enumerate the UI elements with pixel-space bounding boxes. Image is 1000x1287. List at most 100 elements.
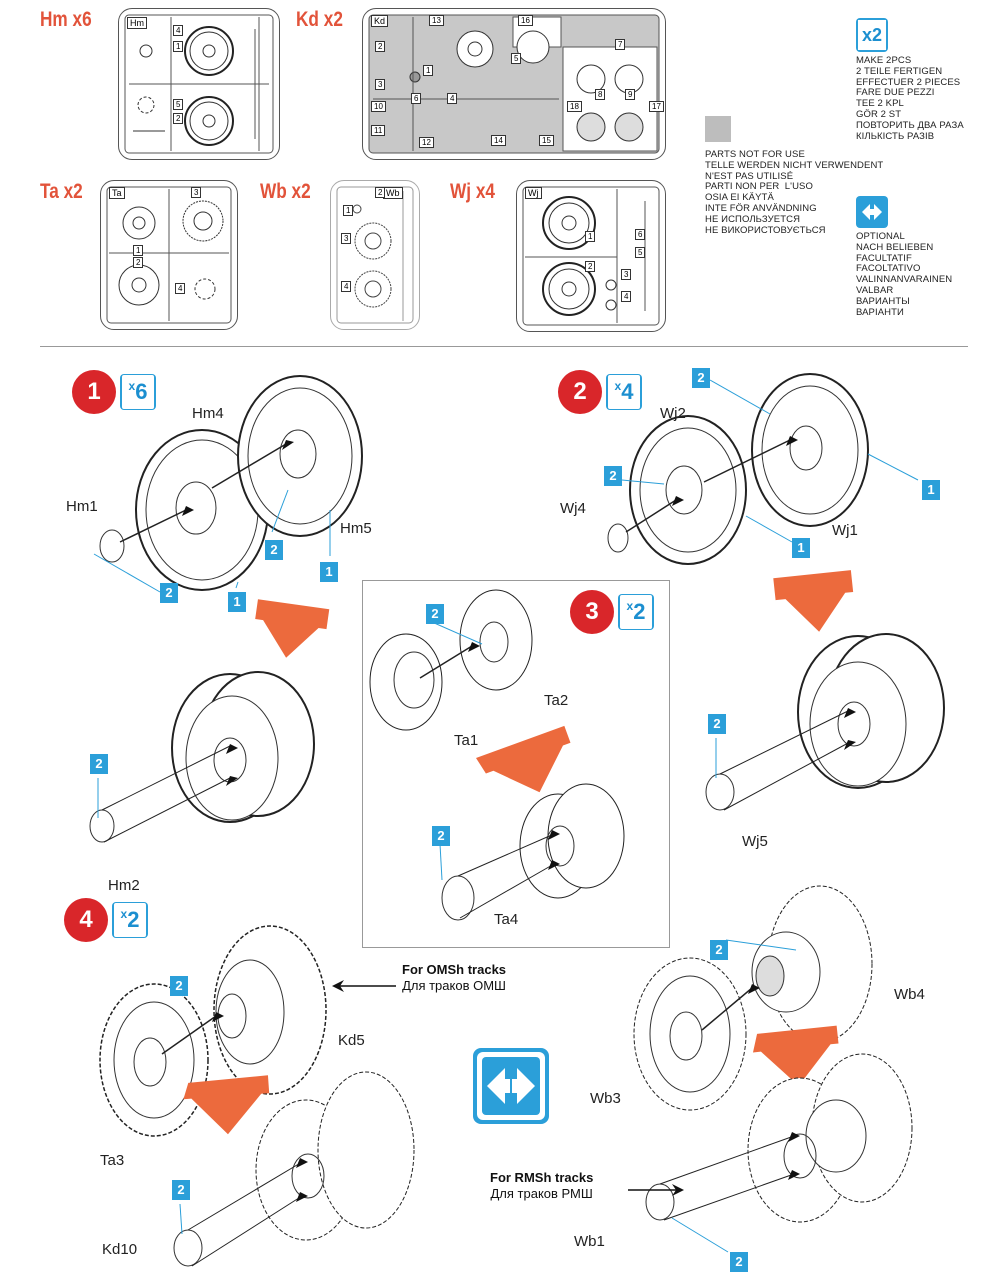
sprue-kd-num: 15 — [539, 135, 554, 146]
part-label: Wj4 — [560, 500, 586, 517]
sprue-title-ta: Ta x2 — [40, 180, 83, 203]
part-label: Wj5 — [742, 833, 768, 850]
step-1-exploded-drawing — [93, 375, 363, 593]
optional-text: OPTIONAL NACH BELIEBEN FACULTATIF FACOLT… — [856, 231, 953, 318]
rmsh-note-ru: Для траков РМШ — [490, 1186, 593, 1201]
step-2-multiplier-value: 4 — [621, 379, 634, 404]
sprue-kd-num: 1 — [423, 65, 434, 76]
sprue-kd: Kd 13 16 2 1 3 5 7 8 9 10 11 6 4 12 14 1… — [362, 8, 666, 160]
part-count-box: 2 — [708, 714, 726, 734]
sprue-kd-num: 3 — [375, 79, 386, 90]
sprue-tag-kd: Kd — [371, 15, 389, 27]
section-divider — [40, 346, 968, 347]
sprue-kd-num: 7 — [615, 39, 626, 50]
sprue-wb-num: 3 — [341, 233, 352, 244]
sprue-hm-num: 5 — [173, 99, 184, 110]
sprue-tag-wb: Wb — [383, 187, 403, 199]
omsh-note-en: For OMSh tracks — [402, 962, 507, 977]
part-count-box: 2 — [90, 754, 108, 774]
step-4-multiplier-value: 2 — [127, 907, 140, 932]
part-count-box: 2 — [172, 1180, 190, 1200]
step-2-multiplier: x4 — [606, 374, 642, 410]
part-count-box: 2 — [426, 604, 444, 624]
part-label: Wb4 — [894, 986, 925, 1003]
part-count-box: 2 — [160, 583, 178, 603]
sprue-ta-drawing — [106, 186, 232, 324]
sprue-title-wj: Wj x4 — [450, 180, 495, 203]
part-label: Kd5 — [338, 1032, 365, 1049]
sprue-wb-num: 2 — [375, 187, 386, 198]
make2-badge-label: x2 — [858, 20, 886, 50]
sprue-wj-num: 2 — [585, 261, 596, 272]
step-2-arrow-icon — [773, 570, 854, 632]
step-3-number: 3 — [570, 590, 614, 634]
part-count-box: 2 — [692, 368, 710, 388]
step-4-right-drawing — [633, 885, 913, 1253]
part-label: Ta3 — [100, 1152, 125, 1169]
step-1-multiplier: x6 — [120, 374, 156, 410]
sprue-kd-num: 11 — [371, 125, 386, 136]
sprue-wb-num: 1 — [343, 205, 354, 216]
sprue-kd-num: 9 — [625, 89, 636, 100]
step-4-left-drawing — [99, 925, 415, 1267]
step-3-multiplier-value: 2 — [633, 599, 646, 624]
step-1-multiplier-value: 6 — [135, 379, 148, 404]
step-4-multiplier: x2 — [112, 902, 148, 938]
sprue-wb-num: 4 — [341, 281, 352, 292]
sprue-kd-num: 18 — [567, 101, 582, 112]
sprue-wj: Wj 1 2 3 4 5 6 — [516, 180, 666, 332]
not-used-text: PARTS NOT FOR USE TELLE WERDEN NICHT VER… — [705, 149, 884, 236]
step-1-number: 1 — [72, 370, 116, 414]
part-label: Hm2 — [108, 877, 140, 894]
sprue-title-wb: Wb x2 — [260, 180, 311, 203]
rmsh-note: For RMSh tracks Для траков РМШ — [490, 1170, 593, 1202]
sprue-kd-num: 12 — [419, 137, 434, 148]
sprue-hm-drawing — [124, 14, 274, 154]
not-used-swatch — [705, 116, 731, 142]
sprue-kd-num: 5 — [511, 53, 522, 64]
sprue-ta-num: 3 — [191, 187, 202, 198]
sprue-title-kd: Kd x2 — [296, 8, 343, 31]
sprue-kd-drawing — [368, 14, 660, 154]
sprue-kd-num: 14 — [491, 135, 506, 146]
sprue-wb: Wb 2 1 3 4 — [330, 180, 420, 330]
sprue-kd-num: 16 — [518, 15, 533, 26]
part-label: Wb3 — [590, 1090, 621, 1107]
part-label: Ta1 — [454, 732, 479, 749]
step-2-assembled-drawing — [705, 633, 945, 811]
step-1-arrow-icon — [255, 599, 330, 658]
part-label: Wj2 — [660, 405, 686, 422]
sprue-title-hm: Hm x6 — [40, 8, 92, 31]
part-count-box: 2 — [265, 540, 283, 560]
part-label: Ta4 — [494, 911, 519, 928]
part-count-box: 2 — [170, 976, 188, 996]
rmsh-pointer-arrow-icon — [628, 1184, 684, 1196]
step-3-frame — [362, 580, 670, 948]
part-count-box: 2 — [730, 1252, 748, 1272]
part-count-box: 1 — [228, 592, 246, 612]
sprue-ta: Ta 1 2 3 4 — [100, 180, 238, 330]
sprue-hm-num: 1 — [173, 41, 184, 52]
sprue-wj-num: 5 — [635, 247, 646, 258]
part-label: Ta2 — [544, 692, 569, 709]
step-2-exploded-drawing — [607, 373, 919, 565]
sprue-hm: Hm 1 4 2 5 — [118, 8, 280, 160]
step-3-arrow-icon — [476, 725, 571, 793]
part-count-box: 1 — [792, 538, 810, 558]
make2-text: MAKE 2pcs 2 TEILE FERTIGEN EFFECTUER 2 P… — [856, 55, 964, 142]
step-4-number: 4 — [64, 898, 108, 942]
optional-arrows-icon — [862, 204, 882, 220]
part-count-box: 2 — [710, 940, 728, 960]
sprue-tag-ta: Ta — [109, 187, 125, 199]
sprue-ta-num: 2 — [133, 257, 144, 268]
part-count-box: 1 — [922, 480, 940, 500]
sprue-wb-drawing — [336, 186, 414, 324]
sprue-ta-num: 4 — [175, 283, 186, 294]
sprue-hm-num: 4 — [173, 25, 184, 36]
part-label: Wb1 — [574, 1233, 605, 1250]
sprue-wj-num: 4 — [621, 291, 632, 302]
optional-large-icon — [473, 1048, 549, 1124]
rmsh-note-en: For RMSh tracks — [490, 1170, 594, 1185]
sprue-ta-num: 1 — [133, 245, 144, 256]
